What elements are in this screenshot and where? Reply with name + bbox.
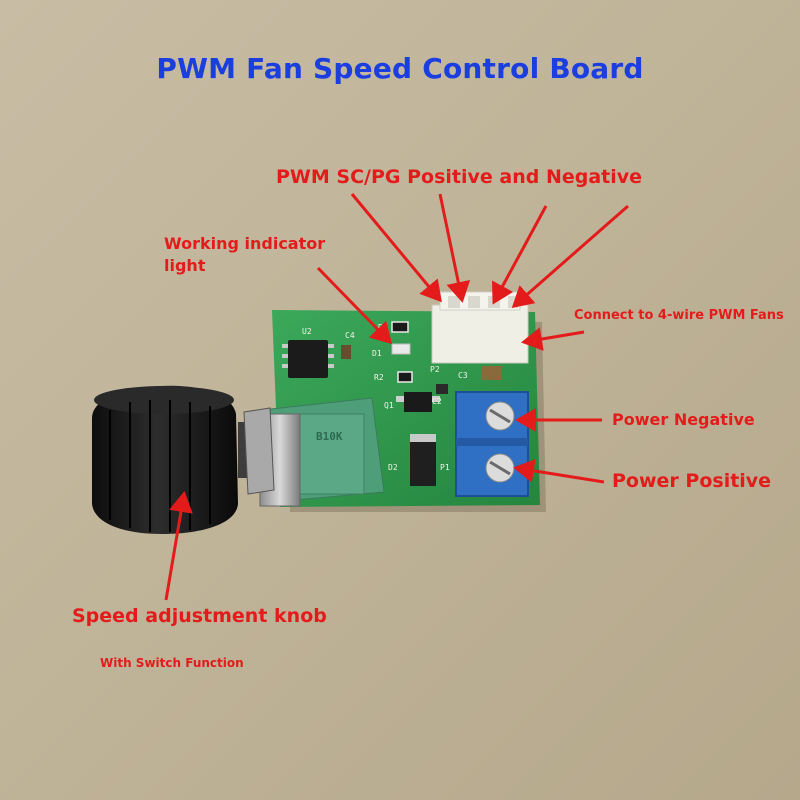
label-fan-connect: Connect to 4-wire PWM Fans: [574, 308, 784, 323]
label-indicator-line2: light: [164, 256, 206, 275]
knob-nut: [243, 407, 275, 495]
page-title: PWM Fan Speed Control Board: [156, 52, 644, 85]
label-switch-function: With Switch Function: [100, 656, 244, 670]
label-knob: Speed adjustment knob: [72, 605, 327, 627]
silk-d1: D1: [372, 349, 382, 358]
label-pwm-pins: PWM SC/PG Positive and Negative: [276, 166, 643, 188]
silk-p1: P1: [440, 463, 450, 472]
silk-c2: C2: [432, 397, 442, 406]
resistor-r2: [397, 371, 413, 383]
label-indicator-line1: Working indicator: [164, 234, 326, 253]
capacitor-c2: [436, 384, 448, 394]
arrow-pwm-pin-3: [492, 205, 548, 305]
transistor-q1: [396, 392, 440, 412]
arrow-indicator-light: [316, 266, 393, 345]
led-d1: [391, 343, 411, 355]
silk-pot-marking: B10K: [316, 430, 343, 443]
silk-q1: Q1: [384, 401, 394, 410]
resistor-r1: [391, 321, 409, 333]
silk-u2: U2: [302, 327, 312, 336]
capacitor-c4: [341, 345, 351, 359]
pwm-header-connector: [431, 291, 529, 364]
power-terminal-p1: [455, 391, 529, 497]
arrow-fan-connect: [521, 327, 585, 351]
silk-p2: P2: [430, 365, 440, 374]
silk-r2: R2: [374, 373, 384, 382]
label-power-positive: Power Positive: [612, 470, 772, 492]
label-power-negative: Power Negative: [612, 410, 755, 429]
silk-c3: C3: [458, 371, 468, 380]
arrow-power-positive: [513, 458, 605, 484]
silk-c4: C4: [345, 331, 355, 340]
arrow-pwm-pin-1: [350, 193, 442, 303]
potentiometer: [259, 397, 385, 507]
annotation-arrows: [164, 193, 629, 601]
ic-u2: [282, 340, 334, 378]
arrow-knob: [164, 491, 193, 601]
arrow-pwm-pin-4: [511, 204, 629, 308]
arrow-pwm-pin-2: [438, 193, 471, 303]
speed-knob: [92, 385, 238, 534]
capacitor-c3: [482, 366, 502, 380]
silk-d2: D2: [388, 463, 398, 472]
diode-d2: [410, 434, 436, 486]
